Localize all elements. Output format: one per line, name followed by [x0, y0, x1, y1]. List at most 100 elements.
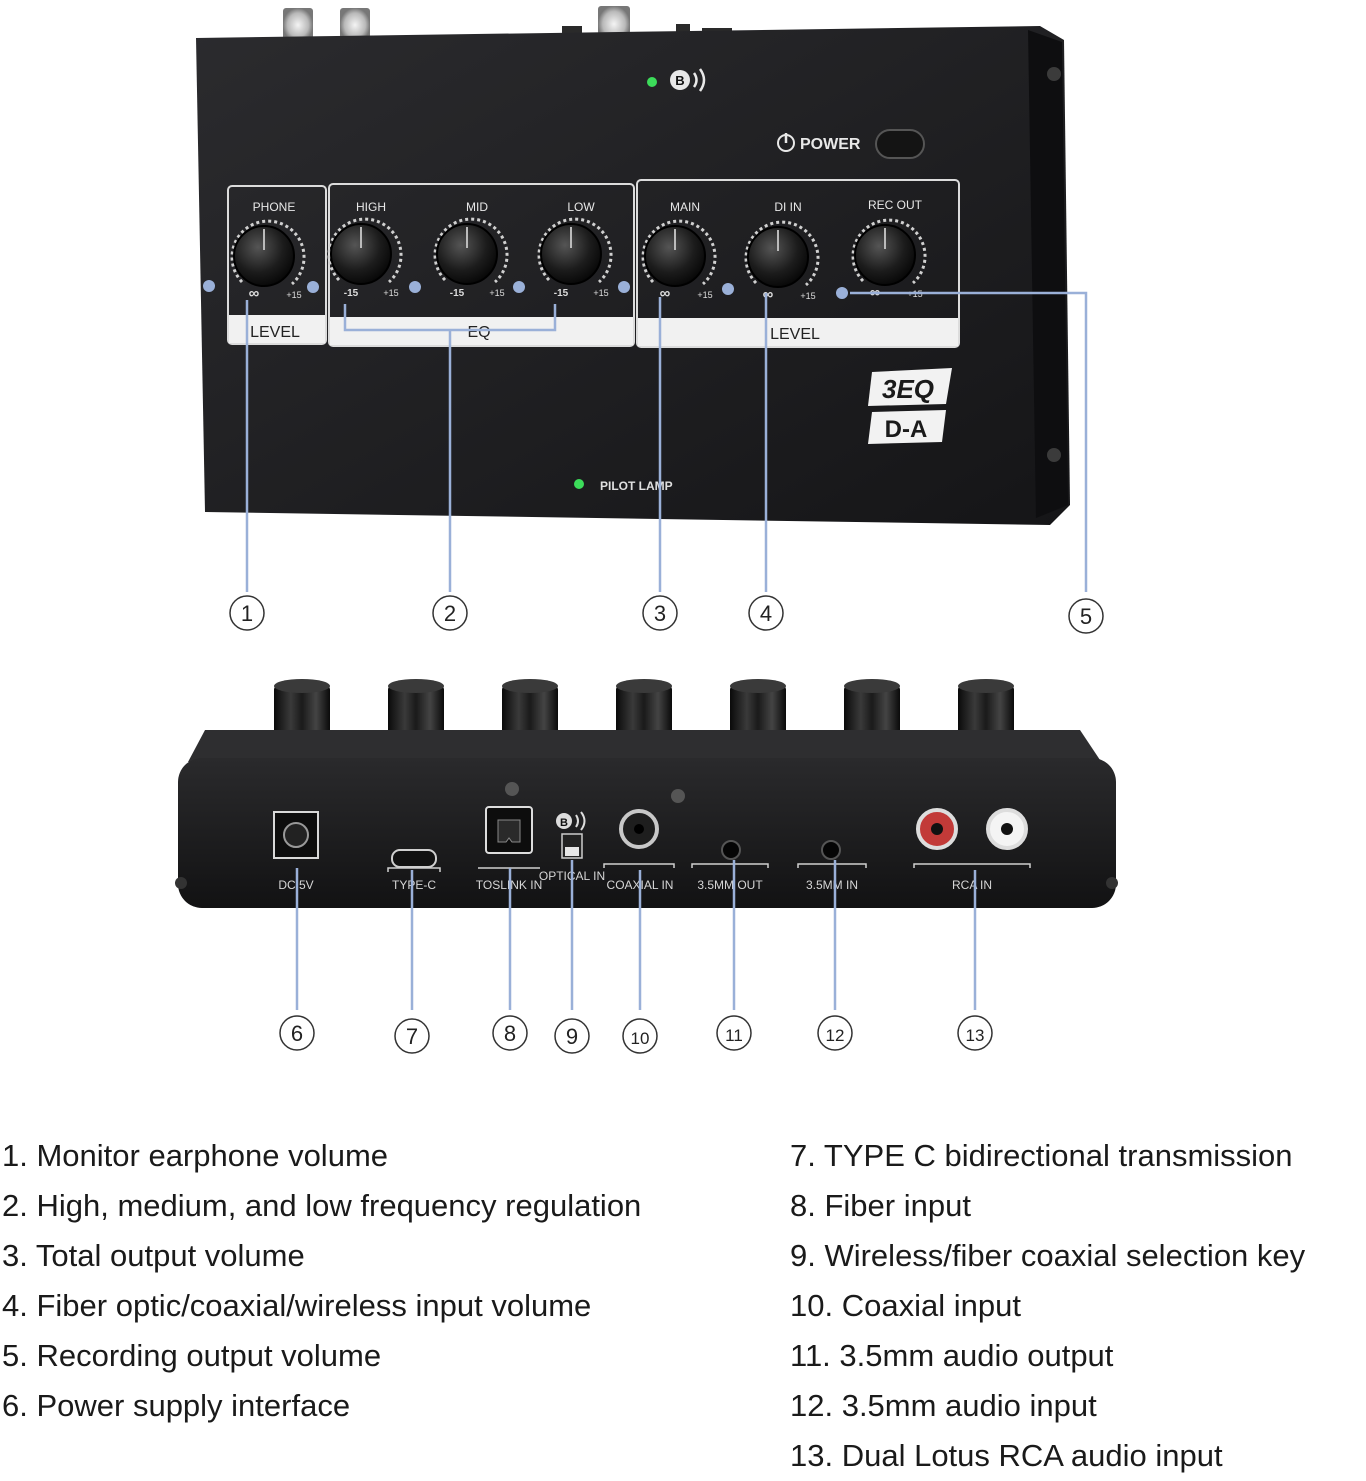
legend-item: 6. Power supply interface	[2, 1388, 351, 1423]
callout-circle	[1068, 598, 1104, 634]
knob-label-low: LOW	[567, 200, 595, 214]
callout-circle	[432, 595, 468, 631]
bluetooth-led	[647, 77, 657, 87]
knobs: PHONE∞+15HIGH-15+15MID-15+15LOW-15+15MAI…	[203, 198, 927, 303]
rear-bluetooth-icon: B	[560, 817, 568, 829]
knob-max-label: +15	[800, 291, 815, 301]
knob-low[interactable]	[540, 223, 602, 285]
in-3-5mm-jack[interactable]	[821, 840, 841, 860]
port-label-3-5mm-in: 3.5MM IN	[806, 878, 858, 892]
pilot-led	[574, 479, 584, 489]
out-3-5mm-jack[interactable]	[721, 840, 741, 860]
rear-knob-top	[274, 679, 330, 693]
indicator-dot	[307, 281, 319, 293]
rear-knobs	[274, 679, 1014, 754]
legend-item: 2. High, medium, and low frequency regul…	[2, 1188, 642, 1223]
type-c-port[interactable]	[391, 849, 437, 868]
eq-label: EQ	[467, 324, 490, 341]
indicator-dot	[513, 281, 525, 293]
callout-number-5: 5	[1080, 604, 1092, 629]
callout-number-2: 2	[444, 601, 456, 626]
indicator-dot	[203, 280, 215, 292]
legend-item: 11. 3.5mm audio output	[790, 1338, 1114, 1373]
callout-circle	[957, 1015, 993, 1051]
callout-circle	[622, 1018, 658, 1054]
knob-rec-out[interactable]	[854, 224, 916, 286]
callout-lines	[245, 291, 1088, 1010]
knob-di-in[interactable]	[747, 226, 809, 288]
power-button[interactable]	[875, 129, 925, 159]
knob-main[interactable]	[644, 225, 706, 287]
knob-mid[interactable]	[436, 223, 498, 285]
callout-number-12: 12	[826, 1026, 845, 1045]
control-panels	[227, 179, 960, 348]
callout-circle	[642, 595, 678, 631]
legend-item: 10. Coaxial input	[790, 1288, 1021, 1323]
knob-scale-arc	[327, 217, 403, 284]
knob-label-di-in: DI IN	[774, 200, 801, 214]
brand-text-3eq: 3EQ	[882, 374, 934, 404]
callout-number-3: 3	[654, 601, 666, 626]
pilot-lamp-label: PILOT LAMP	[600, 479, 673, 493]
knob-scale-arc	[851, 218, 927, 285]
rear-knob	[958, 684, 1014, 744]
rear-knob	[616, 684, 672, 744]
port-label-3-5mm-out: 3.5MM OUT	[697, 878, 763, 892]
knob-min-label: -15	[554, 288, 569, 299]
callout-number-7: 7	[406, 1024, 418, 1049]
brand-logo: 3EQ D-A	[868, 368, 952, 444]
rear-knob-top	[388, 679, 444, 693]
indicator-dot	[409, 281, 421, 293]
callout-circle	[394, 1018, 430, 1054]
legend-item: 1. Monitor earphone volume	[2, 1138, 389, 1173]
knob-min-label: -15	[344, 288, 359, 299]
rear-knob-top	[958, 679, 1014, 693]
rear-knob	[730, 684, 786, 744]
rear-knob-top	[844, 679, 900, 693]
indicator-dot	[618, 281, 630, 293]
rear-knob	[274, 684, 330, 744]
knob-scale-arc	[537, 217, 613, 284]
indicator-dot	[722, 283, 734, 295]
legend-item: 9. Wireless/fiber coaxial selection key	[790, 1238, 1306, 1273]
callout-number-8: 8	[504, 1021, 516, 1046]
knob-label-main: MAIN	[670, 200, 700, 214]
callout-circle	[716, 1015, 752, 1051]
knob-scale-arc	[230, 219, 306, 286]
callout-number-6: 6	[291, 1021, 303, 1046]
knob-phone[interactable]	[233, 225, 295, 287]
knob-min-label: ∞	[660, 285, 671, 302]
knob-scale-arc	[641, 219, 717, 286]
knob-label-high: HIGH	[356, 200, 386, 214]
callout-line	[343, 304, 557, 592]
callout-circle	[279, 1015, 315, 1051]
legend-item: 5. Recording output volume	[2, 1338, 382, 1373]
rear-knob-top	[502, 679, 558, 693]
knob-high[interactable]	[330, 223, 392, 285]
legend-left: 1. Monitor earphone volume 2. High, medi…	[2, 1131, 641, 1431]
knob-label-mid: MID	[466, 200, 488, 214]
knob-max-label: +15	[489, 288, 504, 298]
legend-right: 7. TYPE C bidirectional transmission 8. …	[790, 1131, 1305, 1481]
callout-number-1: 1	[241, 601, 253, 626]
power-label: POWER	[800, 136, 861, 153]
rear-knob-top	[616, 679, 672, 693]
callout-number-13: 13	[966, 1026, 985, 1045]
callout-circle	[748, 595, 784, 631]
knob-scale-arc	[433, 217, 509, 284]
knob-label-phone: PHONE	[253, 200, 296, 214]
panel-label-strips	[229, 315, 958, 346]
knob-min-label: ∞	[763, 286, 774, 303]
callout-circle	[817, 1015, 853, 1051]
knob-label-rec-out: REC OUT	[868, 198, 923, 212]
callout-circle	[554, 1018, 590, 1054]
power-control: POWER	[777, 129, 925, 159]
port-label-type-c: TYPE-C	[392, 878, 436, 892]
knob-max-label: +15	[286, 290, 301, 300]
rear-knob	[388, 684, 444, 744]
bluetooth-icon: B	[675, 73, 684, 88]
rear-knob-top	[730, 679, 786, 693]
legend-item: 3. Total output volume	[2, 1238, 305, 1273]
legend-item: 8. Fiber input	[790, 1188, 971, 1223]
